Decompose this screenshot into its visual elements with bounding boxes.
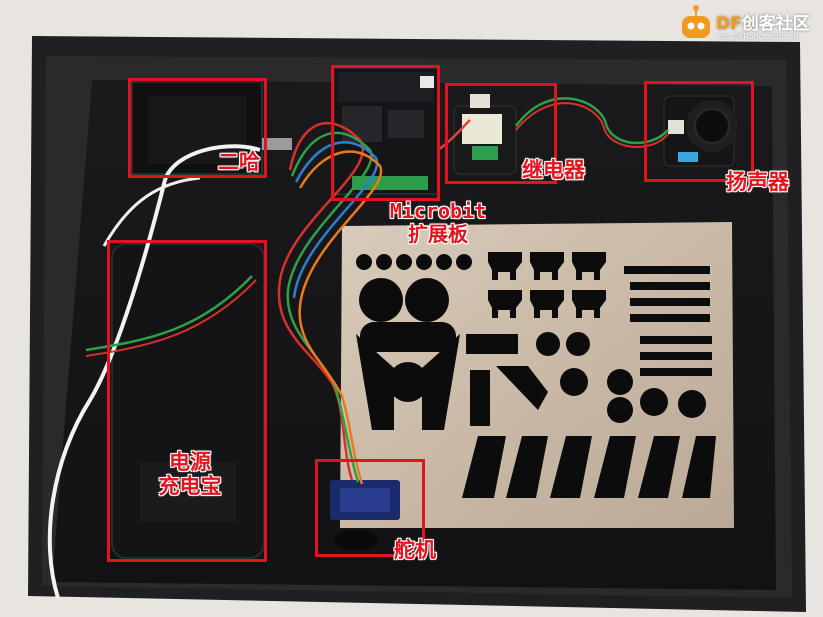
relay-module [453, 94, 517, 175]
buzzer-highlight-box [128, 78, 267, 178]
speaker-label: 扬声器 [726, 170, 789, 194]
wire-green [286, 131, 373, 483]
dfrobot-watermark: DF创客社区 mc.DFRobot.com.cn [676, 2, 821, 46]
servo-highlight-box [315, 459, 425, 557]
battery-highlight-box [107, 240, 267, 562]
usb-cable-white-2 [102, 176, 201, 247]
relay-label: 继电器 [522, 158, 585, 182]
power-bank [111, 243, 265, 559]
speaker-module [663, 95, 738, 167]
servo-label: 舵机 [394, 538, 436, 562]
usb-cable-white [47, 144, 261, 599]
buzzer-label: 二哈 [218, 150, 260, 174]
battery-label: 电源 充电宝 [140, 450, 240, 498]
microbit-highlight-box [331, 65, 440, 201]
wire-blue [292, 140, 379, 299]
wire-orange [298, 150, 383, 485]
buzzer-module [131, 81, 292, 175]
metal-plate [340, 222, 734, 528]
robot-logo-icon [682, 5, 710, 38]
servo-motor [330, 480, 400, 550]
battery-label-line1: 电源 [169, 450, 211, 474]
watermark-brand: DF [716, 14, 742, 34]
watermark-url: mc.DFRobot.com.cn [718, 32, 799, 41]
microbit-label: Microbit 扩展板 [378, 200, 498, 246]
relay-highlight-box [445, 83, 557, 184]
microbit-label-line2: 扩展板 [408, 222, 468, 246]
wire-to-relay [437, 119, 471, 152]
watermark-title: DF创客社区 [716, 9, 810, 34]
battery-label-line2: 充电宝 [158, 474, 222, 499]
watermark-name: 创客社区 [741, 14, 810, 34]
microbit-label-line1: Microbit [389, 199, 487, 223]
speaker-highlight-box [644, 81, 754, 182]
